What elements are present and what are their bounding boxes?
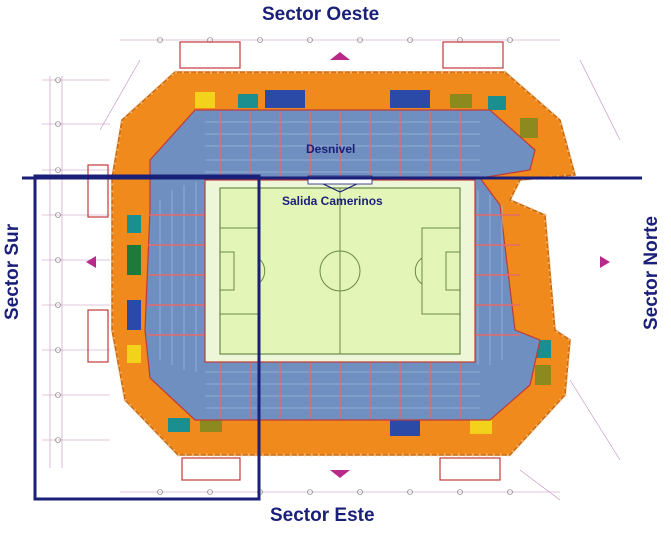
gate-markers	[86, 52, 610, 478]
sector-sur-label: Sector Sur	[2, 223, 23, 320]
sur-sector-outline	[33, 174, 261, 501]
sector-oeste-label: Sector Oeste	[262, 4, 380, 25]
sector-este-label: Sector Este	[270, 505, 375, 526]
seat-rows	[159, 121, 503, 409]
camerinos-exit	[307, 175, 373, 185]
desnivel-label: Desnivel	[306, 142, 356, 156]
service-areas	[127, 90, 551, 436]
dimension-lines	[42, 39, 621, 501]
dimension-ticks	[55, 37, 513, 495]
ring-texture	[110, 70, 577, 457]
sector-norte-label: Sector Norte	[641, 215, 662, 330]
gate-structures	[87, 41, 504, 481]
radial-aisles	[148, 112, 520, 418]
salida-camerinos-label: Salida Camerinos	[282, 194, 383, 208]
